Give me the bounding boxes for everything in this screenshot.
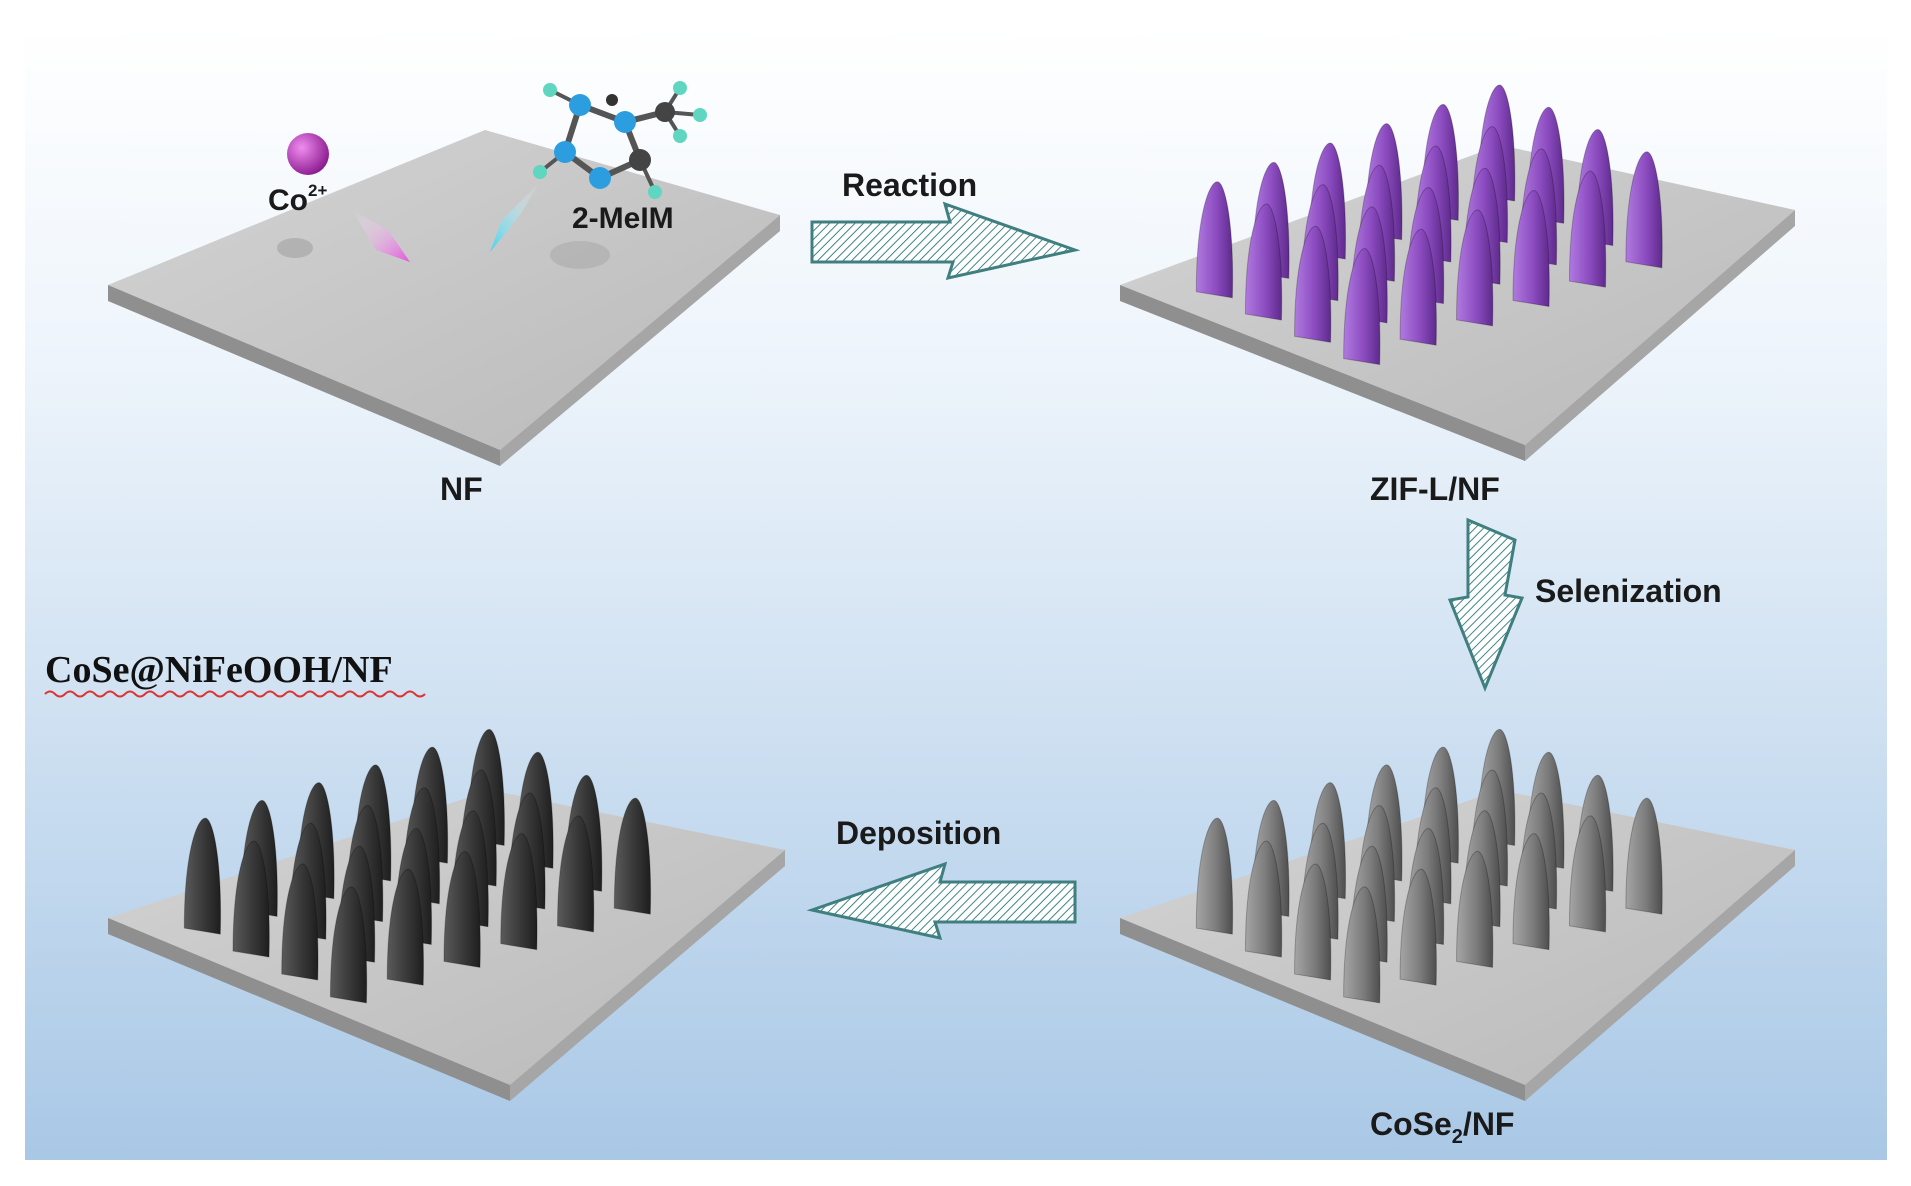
co-ion-label: Co2+ (268, 181, 327, 217)
deposition-label: Deposition (836, 815, 1001, 851)
reaction-arrow (810, 201, 1081, 281)
nf-label: NF (440, 471, 483, 507)
zif-spike (1294, 225, 1332, 343)
zif-spike (1456, 209, 1494, 327)
product-label-underline (44, 690, 426, 698)
product-spike (183, 817, 222, 935)
nf-substrate (108, 130, 780, 466)
cose2-spike (1568, 815, 1607, 933)
zif-spike-array (1195, 84, 1663, 366)
product-spike (281, 863, 319, 981)
ligand-arrow (490, 182, 540, 252)
product-spike (232, 840, 270, 958)
product-spike (557, 815, 595, 933)
zif-spike (1568, 170, 1607, 288)
product-spike (443, 850, 481, 968)
selenization-label: Selenization (1535, 573, 1722, 609)
co-ion-arrow (352, 210, 410, 262)
cose2-spike (1244, 840, 1283, 958)
selenization-arrow (1447, 517, 1525, 693)
product-spike (329, 886, 368, 1004)
zif-spike (1625, 151, 1663, 269)
cose2-spike-array (1195, 728, 1663, 1004)
zif-spike (1343, 248, 1381, 366)
reaction-label: Reaction (842, 167, 977, 203)
zif-spike (1512, 189, 1550, 308)
zif-spike (1244, 203, 1283, 321)
zif-spike (1195, 181, 1234, 299)
cose2-spike (1294, 863, 1332, 981)
cose2-spike (1195, 817, 1234, 935)
deposition-arrow (806, 861, 1077, 941)
cose2-spike (1625, 797, 1663, 915)
product-spike (613, 797, 652, 915)
ligand-molecule (533, 81, 707, 199)
zif-spike (1399, 228, 1437, 346)
product-spike (386, 868, 424, 986)
co-ion-sphere (287, 133, 329, 175)
cose2-spike (1456, 850, 1494, 968)
cose2-spike (1399, 868, 1437, 986)
cose2-spike (1343, 886, 1381, 1004)
product-spike-array (183, 728, 652, 1004)
product-label: CoSe@NiFeOOH/NF (45, 649, 393, 691)
cose2-label: CoSe2/NF (1370, 1106, 1514, 1148)
ligand-label: 2-MeIM (572, 202, 674, 235)
zif-label: ZIF-L/NF (1370, 471, 1500, 507)
cose2-spike (1512, 833, 1550, 951)
product-spike (500, 833, 538, 951)
